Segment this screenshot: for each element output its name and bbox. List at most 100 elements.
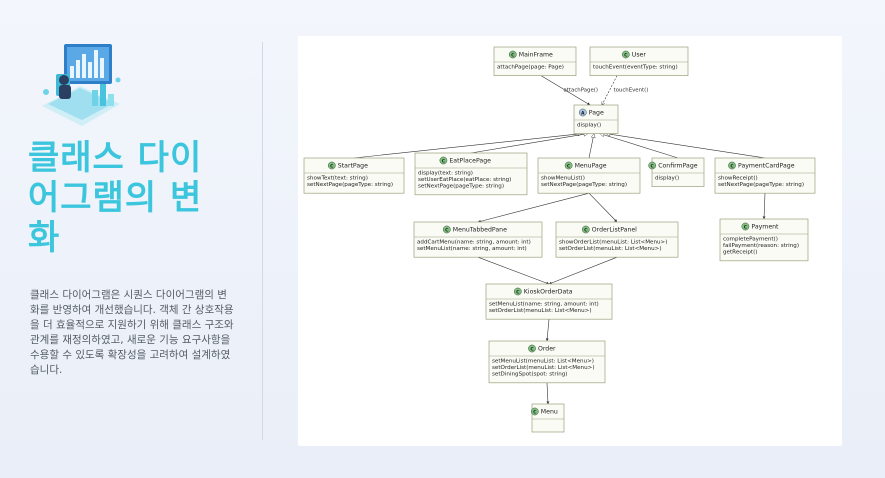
class-name: Menu: [541, 409, 558, 416]
class-badge-icon: [648, 161, 657, 170]
hero-illustration-icon: [34, 40, 126, 132]
edge-order-to-menu: [546, 382, 550, 405]
class-box-frame: [589, 46, 689, 76]
edge-menupage-to-orderlistpanel: [588, 192, 618, 223]
edge-label: attachPage(): [564, 87, 598, 93]
class-badge-icon: [528, 344, 536, 353]
edge-label: touchEvent(): [614, 87, 649, 93]
class-box-frame: [485, 283, 613, 320]
class-method: setNextPage(pageType: string): [307, 182, 393, 188]
class-name: MenuPage: [575, 163, 607, 170]
title-line: 클래스 다이: [28, 138, 203, 178]
class-badge-icon: [508, 50, 517, 59]
abstract-badge-icon: [578, 108, 587, 117]
class-badge-letter: C: [516, 290, 520, 296]
edge-menupage-to-menutabbedpane: [477, 192, 590, 223]
class-method: setDiningSpot(spot: string): [492, 372, 568, 378]
class-name: OrderListPanel: [592, 227, 637, 234]
description-line: 수용할 수 있도록 확장성을 고려하여 설계하였: [30, 349, 231, 361]
class-box-frame: [555, 221, 679, 258]
description-line: 클래스 다이어그램은 시퀀스 다이어그램의 변: [30, 289, 227, 301]
class-diagram: attachPage() touchEvent() C MainFrame attac…: [303, 46, 816, 433]
class-badge-icon: [728, 161, 736, 170]
class-method: showReceipt(): [718, 176, 758, 182]
edge-mainframe-to-page: [540, 75, 591, 106]
class-name: ConfirmPage: [658, 163, 698, 170]
description: 클래스 다이어그램은 시퀀스 다이어그램의 변 화를 반영하여 개선했습니다. …: [30, 288, 262, 378]
class-name: Order: [538, 346, 556, 353]
class-badge-icon: [621, 50, 630, 59]
edge-paymentcardpage-to-payment: [762, 193, 766, 220]
class-method: showText(text: string): [307, 176, 368, 182]
page-title: 클래스 다이 어그램의 변 화: [28, 138, 248, 258]
title-line: 어그램의 변: [28, 178, 203, 218]
class-badge-letter: A: [581, 111, 585, 117]
class-method: setMenuList(menuList: List<Menu>): [492, 359, 594, 365]
class-box-frame: [303, 157, 405, 194]
class-method: attachPage(page: Page): [497, 65, 564, 71]
class-box-frame: [413, 221, 543, 258]
class-name: PaymentCardPage: [738, 163, 795, 170]
class-badge-letter: C: [567, 164, 571, 170]
edge-menupage-to-page: [588, 134, 594, 159]
edge-kioskorderdata-to-order: [545, 319, 550, 342]
class-box-frame: [493, 46, 577, 76]
class-box-mainframe: C MainFrame attachPage(page: Page): [493, 46, 577, 76]
class-badge-icon: [327, 161, 336, 170]
class-name: Payment: [751, 224, 779, 231]
class-method: display(): [577, 123, 601, 129]
class-method: setNextPage(pageType: string): [418, 184, 504, 190]
class-badge-icon: [439, 156, 448, 165]
class-badge-icon: [530, 407, 539, 416]
class-box-kioskorderdata: C KioskOrderData setMenuList(name: string,…: [485, 283, 613, 320]
class-method: setMenuList(name: string, amount: int): [417, 246, 527, 252]
edge-menutabbedpane-to-kioskorderdata: [477, 256, 550, 285]
class-name: StartPage: [338, 163, 368, 170]
class-method: display(): [655, 176, 679, 182]
class-badge-letter: C: [530, 347, 534, 353]
class-box-order: C Order setMenuList(menuList: List<Menu>) s…: [488, 340, 606, 384]
class-badge-icon: [741, 222, 750, 231]
class-badge-letter: C: [511, 53, 515, 59]
class-name: KioskOrderData: [524, 289, 573, 296]
edge-eatplacepage-to-page: [470, 134, 588, 154]
class-box-frame: [719, 218, 809, 262]
class-diagram-panel: attachPage() touchEvent() C MainFrame attac…: [298, 36, 842, 446]
class-method: showMenuList(): [541, 176, 585, 182]
class-box-frame: [537, 157, 641, 194]
class-badge-letter: C: [442, 159, 446, 165]
class-method: setMenuList(name: string, amount: int): [489, 302, 599, 308]
description-line: 관계를 재정의하였고, 새로운 기능 요구사항을: [30, 334, 231, 346]
class-method: addCartMenu(name: string, amount: int): [417, 240, 531, 246]
vertical-divider: [262, 42, 263, 440]
class-name: User: [632, 52, 647, 59]
class-badge-icon: [581, 225, 590, 234]
edge-orderlistpanel-to-kioskorderdata: [548, 256, 618, 285]
class-badge-letter: C: [744, 225, 748, 231]
class-method: setOrderList(menuList: List<Menu>): [559, 246, 662, 252]
class-badge-letter: C: [624, 53, 628, 59]
class-badge-icon: [564, 161, 573, 170]
class-box-frame: [651, 157, 705, 187]
class-method: completePayment(): [723, 237, 778, 243]
class-box-frame: [414, 152, 528, 196]
title-line: 화: [28, 218, 61, 258]
class-name: Page: [589, 110, 604, 117]
class-name: EatPlacePage: [449, 158, 491, 165]
class-badge-icon: [442, 225, 451, 234]
class-badge-letter: C: [651, 164, 655, 170]
description-line: 습니다.: [30, 364, 63, 376]
class-badge-letter: C: [445, 228, 449, 234]
class-box-frame: [488, 340, 606, 384]
class-method: setOrderList(menuList: List<Menu>): [489, 308, 592, 314]
class-name: MainFrame: [519, 52, 553, 59]
class-badge-icon: [513, 287, 522, 296]
